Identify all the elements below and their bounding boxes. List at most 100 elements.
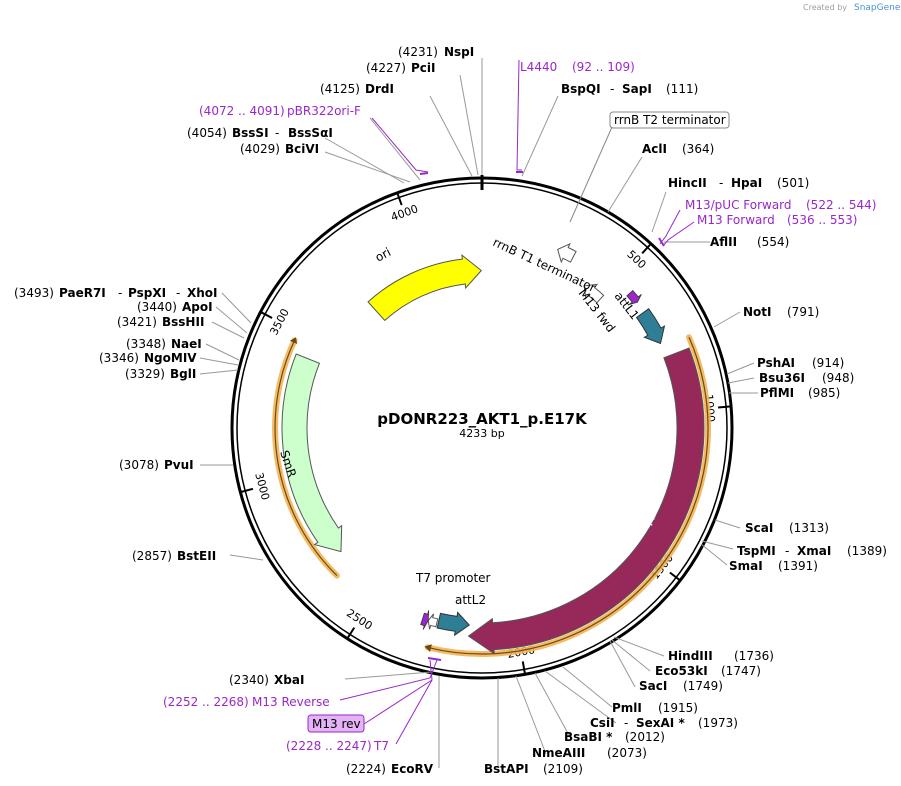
enzyme-name-bcivi: BciVI [285,142,319,156]
enzyme-name-hindiii: HindIII [668,649,713,663]
tick-label: 3000 [252,471,272,501]
leader-lines [199,58,758,768]
enzyme-pos-acli: (364) [682,142,714,156]
tick-line [240,487,254,494]
rrnb-t2-feature [583,283,605,304]
sep-dash-6: - [118,286,122,300]
sep-dash-3: - [719,176,723,190]
enzyme-name-ngomiv: NgoMIV [144,351,197,365]
enzyme-pos-ecorv: (2224) [346,762,386,776]
enzyme-name-hincii: HincII [668,176,707,190]
enzyme-pos-pshai: (914) [812,356,844,370]
sep-dash-2: - [610,82,614,96]
primer-range-m13fwd: (536 .. 553) [787,213,857,227]
rrnb-t1-label: rrnB T1 terminator [491,235,598,295]
rrnb-t2-callout: rrnB T2 terminator [569,111,730,223]
primer-name-m13puc: M13/pUC Forward [685,198,792,212]
enzyme-name-scai: ScaI [745,521,773,535]
m13-rev-feature [420,610,430,630]
enzyme-name-bsu36i: Bsu36I [759,371,805,385]
plasmid-size: 4233 bp [459,427,504,440]
akt1-orf-arrowhead [424,644,432,653]
enzyme-labels: (4231) NspI (4227) PciI (4125) DrdI (405… [14,45,887,776]
enzyme-pos-smai: (1391) [778,559,818,573]
enzyme-pos-bcivi: (4029) [240,142,280,156]
enzyme-pos-noti: (791) [787,305,819,319]
smr-orf-line [274,339,338,577]
tick-line [396,192,403,206]
primer-marks [419,171,665,661]
rrnb-t2-label: rrnB T2 terminator [614,113,726,127]
enzyme-name-pcii: PciI [411,61,436,75]
snapgene-credit: Created by SnapGene [803,3,901,13]
enzyme-name-xmai: XmaI [797,544,831,558]
enzyme-pos-pcii: (4227) [366,61,406,75]
attl2-feature [436,611,471,637]
backbone [230,175,734,680]
primer-name-l4440: L4440 [520,60,557,74]
enzyme-pos-scai: (1313) [789,521,829,535]
plasmid-name: pDONR223_AKT1_p.E17K [377,410,588,428]
enzyme-pos-xbai: (2340) [229,673,269,687]
enzyme-name-bsshii: BssHII [162,315,204,329]
enzyme-name-aflii: AflII [710,235,737,249]
attl2-label: attL2 [455,593,486,607]
enzyme-pos-pvui: (3078) [119,458,159,472]
sep-dash-7: - [176,286,180,300]
enzyme-name-bsssi: BssSI [232,126,269,140]
enzyme-name-pvui: PvuI [164,458,194,472]
enzyme-name-sexai: SexAI * [636,716,685,730]
primer-name-m13fwd: M13 Forward [697,213,775,227]
rrnb-t2-box [609,111,730,129]
credit-prefix: Created by [803,3,847,12]
enzyme-pos-bsssi: (4054) [187,126,227,140]
enzyme-name-acli: AclI [642,142,667,156]
enzyme-name-paer7i: PaeR7I [59,286,106,300]
enzyme-name-xhoi: XhoI [187,286,218,300]
enzyme-name-sapi: SapI [622,82,652,96]
enzyme-pos-bsshii: (3421) [117,315,157,329]
enzyme-name-csii: CsiI [590,716,615,730]
enzyme-name-bsabi: BsaBI * [564,730,613,744]
sep-dash-1: - [275,126,279,140]
enzyme-name-bsteii: BstEII [177,549,216,563]
enzyme-name-nmeaiii: NmeAIII [532,746,585,760]
m13-rev-box-label: M13 rev [312,717,361,731]
enzyme-pos-bspqi: (111) [666,82,698,96]
enzyme-pos-apoi: (3440) [137,300,177,314]
enzyme-name-pflmi: PflMI [760,386,794,400]
m13-fwd-feature [626,289,642,305]
enzyme-name-tspmi: TspMI [737,544,776,558]
sep-dash-5: - [624,716,628,730]
tick-label: 3500 [267,307,292,338]
primer-name-m13reverse: M13 Reverse [252,695,330,709]
primer-name-t7: T7 [373,739,389,753]
tick-line [260,311,273,319]
primer-range-l4440: (92 .. 109) [572,60,635,74]
akt1-feature [467,347,705,655]
enzyme-name-noti: NotI [743,305,772,319]
enzyme-name-pspxi: PspXI [128,286,166,300]
enzyme-pos-nmeaiii: (2073) [607,746,647,760]
primer-labels: L4440 (92 .. 109) (4072 .. 4091) pBR322o… [163,60,876,753]
enzyme-pos-bgli: (3329) [125,367,165,381]
enzyme-pos-naei: (3348) [126,337,166,351]
enzyme-pos-hincii: (501) [777,176,809,190]
tick-line [346,627,356,640]
enzyme-pos-hindiii: (1736) [734,649,774,663]
primer-range-pbr322: (4072 .. 4091) [199,104,285,118]
tick-label: 4000 [389,202,420,224]
primer-range-m13rev: (2252 .. 2268) [163,695,249,709]
rrnb-t1-feature [557,242,577,264]
primer-name-pbr322: pBR322ori-F [287,104,361,118]
enzyme-name-bgli: BglI [170,367,196,381]
t7-promoter-label: T7 promoter [415,571,491,585]
tick-line [521,661,527,675]
enzyme-pos-paer7i: (3493) [14,286,54,300]
enzyme-name-drdi: DrdI [365,82,394,96]
akt1-orf-line [427,337,709,655]
enzyme-pos-aflii: (554) [757,235,789,249]
smr-orf-arrowhead [289,337,298,345]
enzyme-name-apoi: ApoI [182,300,213,314]
